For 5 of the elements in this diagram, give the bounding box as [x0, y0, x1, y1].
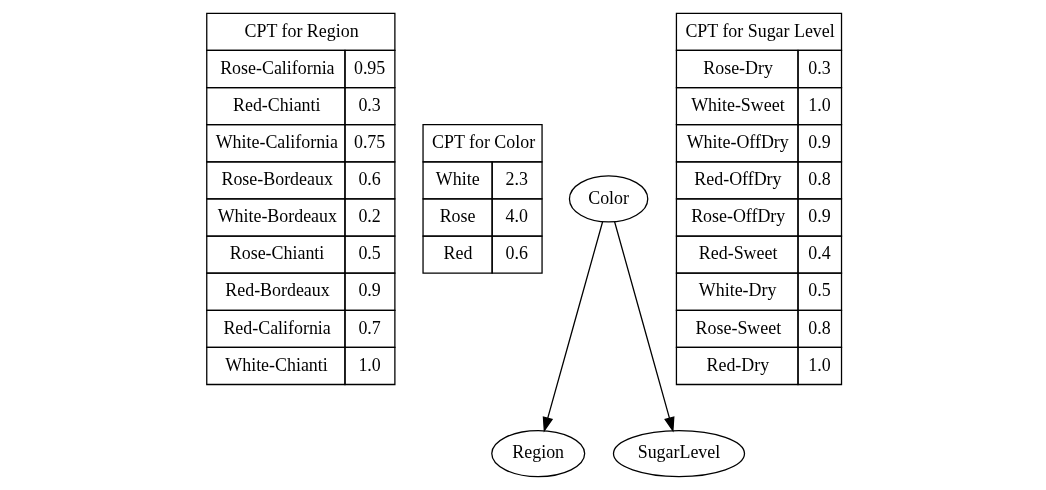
arrow: [542, 221, 603, 433]
node-ellipse: Region: [490, 429, 585, 478]
node-ellipse: Color: [568, 175, 648, 223]
arrow: [613, 221, 674, 433]
node-ellipse: SugarLevel: [612, 429, 745, 478]
